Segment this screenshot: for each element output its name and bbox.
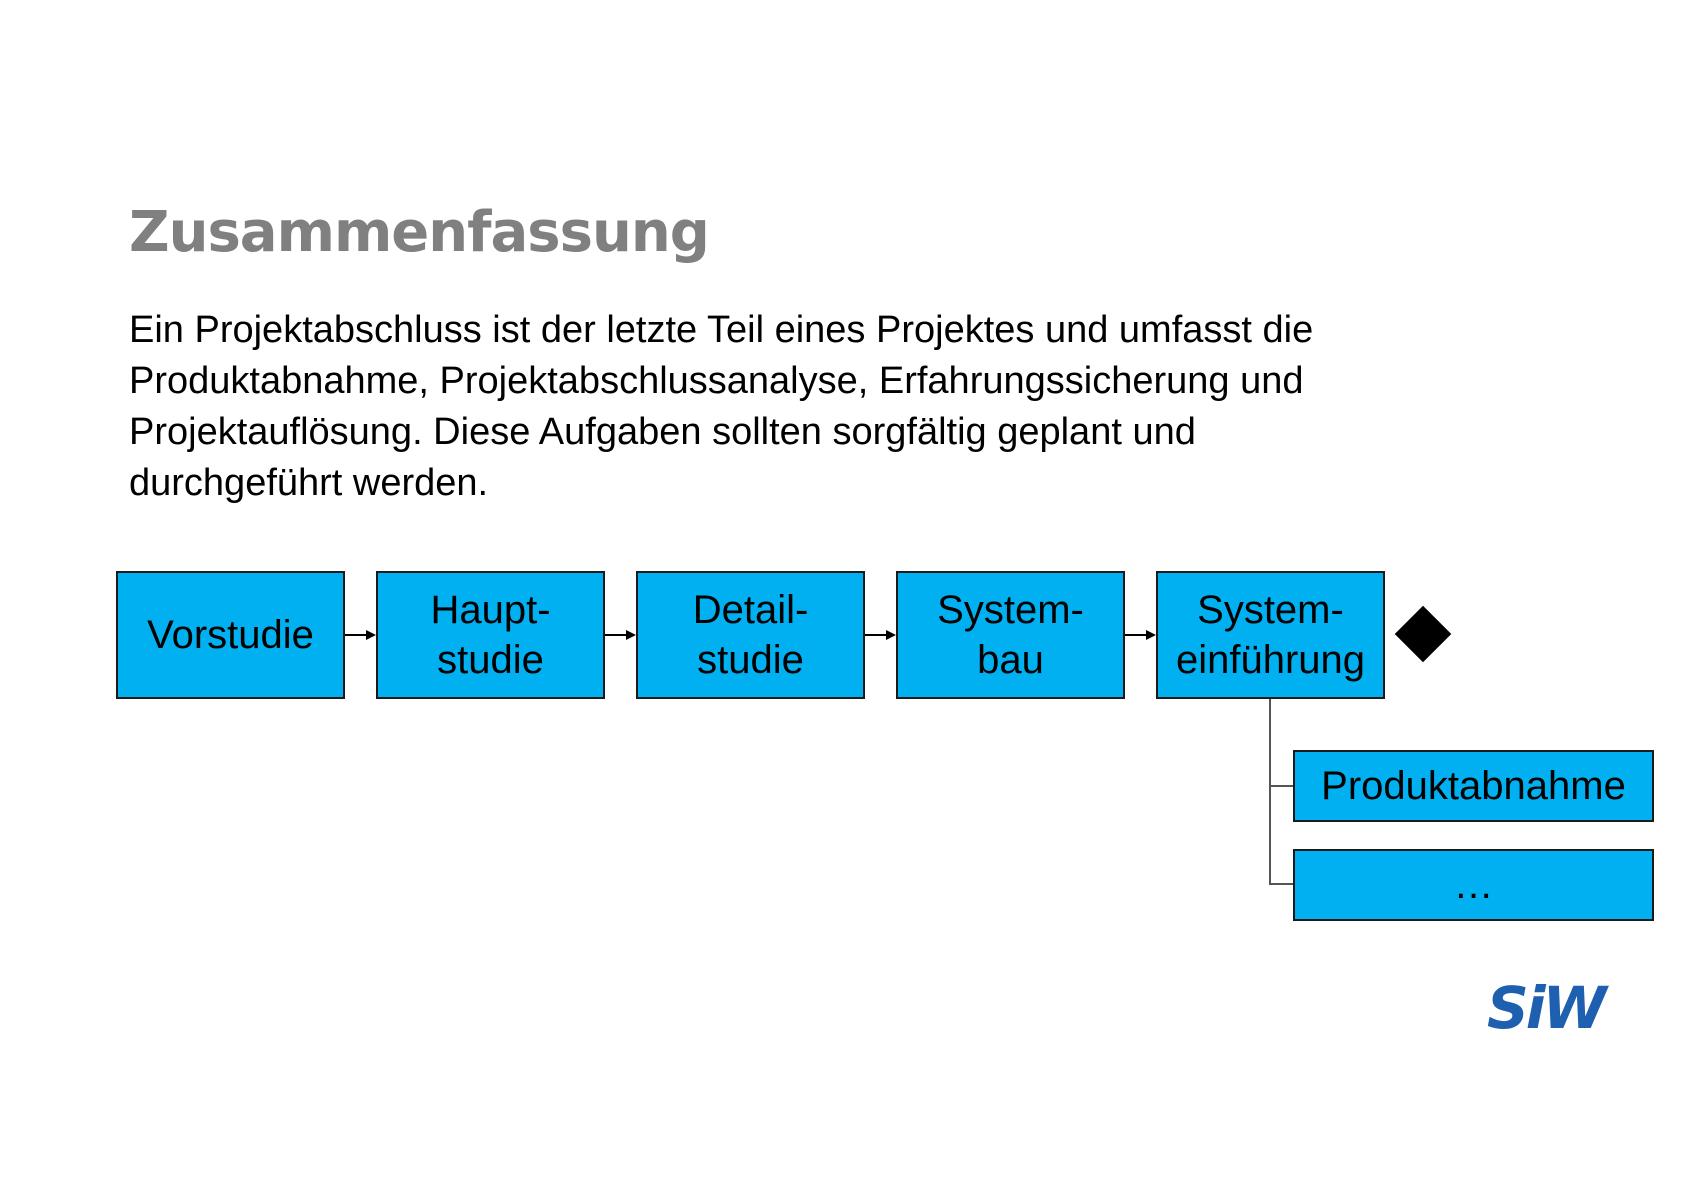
arrow-line	[345, 634, 367, 636]
phase-label: Haupt- studie	[430, 588, 551, 682]
svg-text:SiW: SiW	[1487, 980, 1610, 1035]
arrow-head-icon	[886, 630, 896, 640]
siw-logo-graphic: SiW	[1487, 974, 1613, 1042]
phase-box-systemeinfuehrung: System- einführung	[1156, 571, 1385, 699]
body-line: Projektauflösung. Diese Aufgaben sollten…	[129, 411, 1196, 453]
arrow-line	[1125, 634, 1147, 636]
phase-label: System- einführung	[1175, 588, 1366, 682]
body-line: durchgeführt werden.	[129, 462, 489, 504]
phase-box-vorstudie: Vorstudie	[116, 571, 345, 699]
slide-title: Zusammenfassung	[129, 200, 710, 265]
body-line: Ein Projektabschluss ist der letzte Teil…	[129, 309, 1314, 351]
subtask-label: …	[1453, 863, 1494, 907]
tree-branch	[1269, 785, 1294, 787]
tree-connector	[1269, 699, 1271, 884]
phase-label: System- bau	[937, 588, 1084, 682]
arrow-head-icon	[1146, 630, 1156, 640]
phase-box-systembau: System- bau	[896, 571, 1125, 699]
arrow-line	[605, 634, 627, 636]
arrow-line	[865, 634, 887, 636]
arrow-head-icon	[366, 630, 376, 640]
phase-box-hauptstudie: Haupt- studie	[376, 571, 605, 699]
phase-box-detailstudie: Detail- studie	[636, 571, 865, 699]
subtask-box-produktabnahme: Produktabnahme	[1293, 750, 1654, 822]
tree-branch	[1269, 883, 1294, 885]
milestone-diamond-icon	[1394, 605, 1452, 663]
body-text: Ein Projektabschluss ist der letzte Teil…	[129, 305, 1529, 509]
body-line: Produktabnahme, Projektabschlussanalyse,…	[129, 360, 1304, 402]
subtask-label: Produktabnahme	[1321, 764, 1626, 808]
siw-logo: SiW	[1485, 974, 1640, 1042]
phase-label: Detail- studie	[692, 588, 809, 682]
subtask-box-ellipsis: …	[1293, 849, 1654, 921]
phase-label: Vorstudie	[147, 613, 314, 657]
arrow-head-icon	[626, 630, 636, 640]
